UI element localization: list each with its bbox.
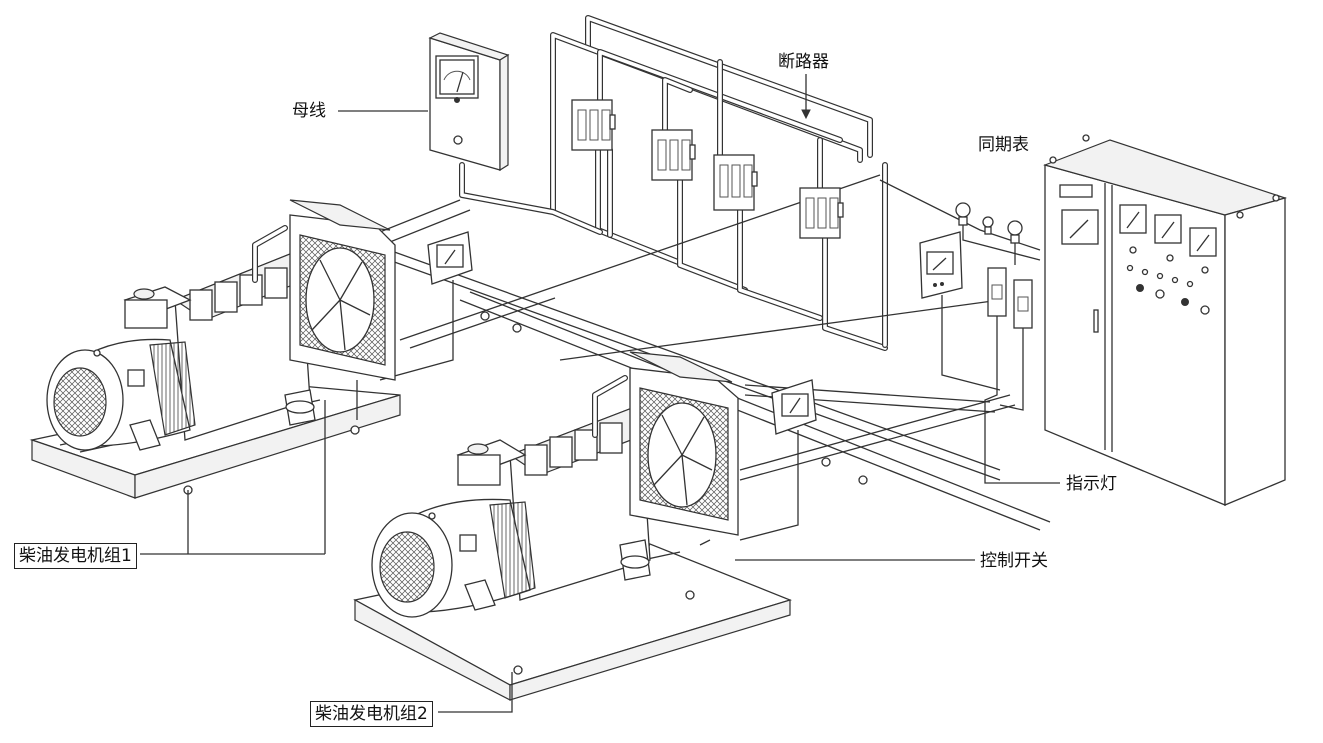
busbar-meter-panel bbox=[428, 32, 510, 172]
control-switches bbox=[984, 267, 1060, 484]
label-indicator-light: 指示灯 bbox=[1066, 474, 1117, 494]
breaker-4 bbox=[799, 187, 844, 239]
meter-box-genset1 bbox=[379, 231, 473, 381]
circuit-breakers bbox=[571, 99, 844, 239]
genset-2 bbox=[353, 351, 792, 701]
breaker-1 bbox=[571, 99, 616, 151]
control-cabinet bbox=[1043, 134, 1288, 506]
breaker-3 bbox=[713, 154, 758, 211]
genset-1 bbox=[29, 199, 401, 554]
indicator-lamps bbox=[955, 202, 1041, 265]
meter-box-genset2 bbox=[739, 379, 817, 541]
synchroscope-box bbox=[919, 231, 1001, 391]
label-busbar: 母线 bbox=[292, 101, 326, 121]
label-genset-1: 柴油发电机组1 bbox=[14, 543, 137, 569]
label-genset-2: 柴油发电机组2 bbox=[310, 701, 433, 727]
label-synchroscope: 同期表 bbox=[978, 135, 1029, 155]
breaker-2 bbox=[651, 129, 696, 181]
label-control-switch: 控制开关 bbox=[980, 551, 1048, 571]
leader-lines bbox=[140, 74, 975, 713]
floor-conduits bbox=[359, 174, 1051, 531]
label-breaker: 断路器 bbox=[778, 52, 829, 72]
